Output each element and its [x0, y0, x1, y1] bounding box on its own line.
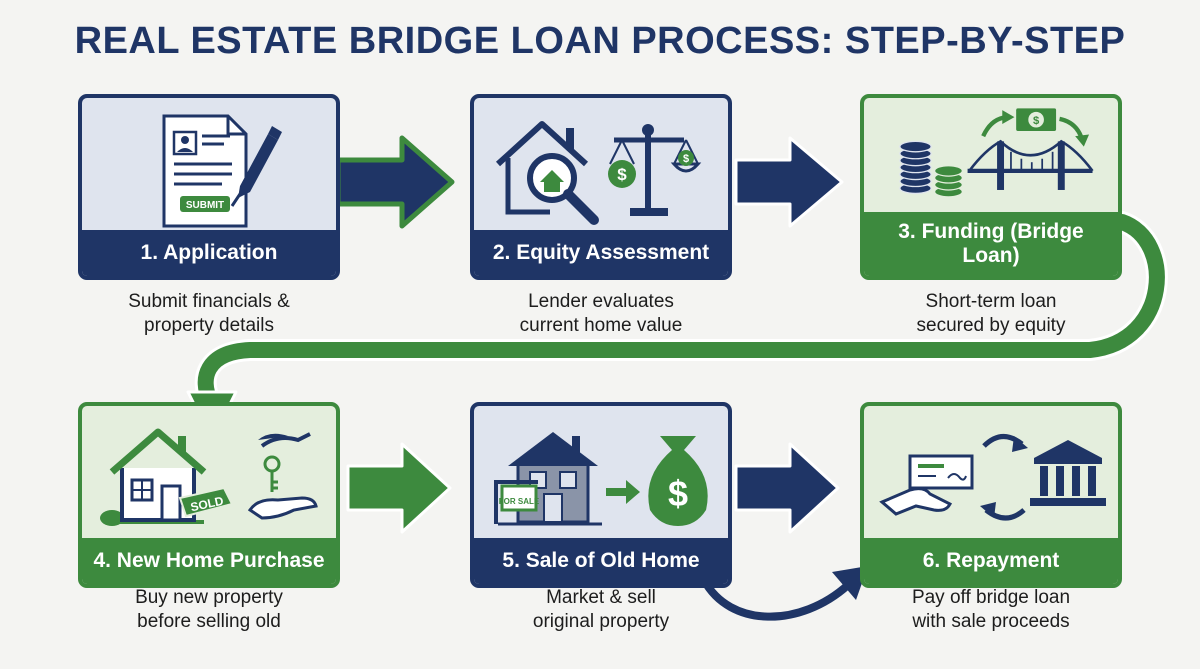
step-1-description: Submit financials & property details [78, 290, 340, 338]
step-6-title: 6. Repayment [864, 538, 1118, 584]
page-title: REAL ESTATE BRIDGE LOAN PROCESS: STEP-BY… [74, 20, 1126, 62]
step-1-title: 1. Application [82, 230, 336, 276]
step-1-desc-line2: property details [144, 315, 274, 336]
svg-text:$: $ [617, 165, 627, 184]
money-bag-icon: $ [648, 436, 708, 526]
arrow-5-to-6 [734, 442, 840, 534]
cycle-arrows-icon [980, 434, 1028, 521]
curved-arrow-5-to-6 [700, 566, 868, 621]
svg-text:$: $ [683, 153, 689, 165]
step-2-desc-line2: current home value [519, 315, 683, 336]
pen-icon [230, 126, 282, 207]
step-sale-of-old-home: FOR SALE $ 5. Sale of Old Home [470, 402, 732, 588]
step-4-title: 4. New Home Purchase [82, 538, 336, 584]
step-application: SUBMIT 1. Application [78, 94, 340, 280]
submit-stamp: SUBMIT [186, 200, 224, 211]
step-3-description: Short-term loan secured by equity [860, 290, 1122, 338]
step-3-title: 3. Funding (Bridge Loan) [864, 212, 1118, 276]
arrow-1-to-2 [335, 135, 455, 229]
step-5-desc-line1: Market & sell [546, 587, 656, 608]
step-2-illustration: $ $ [495, 121, 702, 225]
step-2-description: Lender evaluates current home value [470, 290, 732, 338]
step-4-description: Buy new property before selling old [78, 586, 340, 634]
for-sale-sign: FOR SALE [494, 480, 540, 524]
step-4-desc-line1: Buy new property [135, 587, 283, 608]
sold-label: SOLD [189, 494, 225, 515]
step-6-illustration [879, 434, 1106, 521]
document-icon: SUBMIT [162, 114, 248, 228]
house-icon [495, 121, 589, 215]
svg-text:$: $ [668, 473, 688, 514]
step-2-desc-line1: Lender evaluates [528, 291, 674, 312]
step-equity-assessment: $ $ 2. Equity Assessment [470, 94, 732, 280]
step-1-desc-line1: Submit financials & [128, 291, 290, 312]
step-6-description: Pay off bridge loan with sale proceeds [860, 586, 1122, 634]
step-6-desc-line1: Pay off bridge loan [911, 587, 1071, 608]
cash-icon: $ [981, 108, 1090, 147]
key-handoff-icon [247, 432, 318, 520]
bridge-icon [967, 139, 1094, 190]
svg-text:$: $ [1033, 115, 1040, 127]
step-1-illustration: SUBMIT [162, 114, 282, 228]
check-icon [879, 454, 974, 516]
step-6-desc-line2: with sale proceeds [912, 611, 1070, 632]
step-3-illustration: $ [899, 108, 1094, 198]
step-new-home-purchase: SOLD 4. New Home Purchase [78, 402, 340, 588]
step-repayment: 6. Repayment [860, 402, 1122, 588]
coins-icon [899, 140, 964, 198]
step-3-desc-line2: secured by equity [916, 315, 1066, 336]
bank-icon [1030, 440, 1106, 506]
step-4-illustration: SOLD [100, 428, 318, 526]
magnifier-icon [527, 153, 599, 225]
house-icon [100, 428, 207, 526]
step-funding: $ 3. Funding (Bridge Loan) [860, 94, 1122, 280]
arrow-2-to-3 [734, 136, 844, 228]
arrow-4-to-5 [346, 442, 452, 534]
step-5-desc-line2: original property [532, 611, 670, 632]
sold-tag: SOLD [178, 486, 234, 518]
scale-icon: $ $ [608, 124, 702, 216]
arrow-right-icon [606, 480, 640, 504]
for-sale-label: FOR SALE [499, 497, 540, 506]
step-5-title: 5. Sale of Old Home [474, 538, 728, 584]
step-4-desc-line2: before selling old [137, 611, 281, 632]
step-3-desc-line1: Short-term loan [925, 291, 1057, 312]
step-5-description: Market & sell original property [470, 586, 732, 634]
step-5-illustration: FOR SALE $ [494, 432, 708, 526]
step-2-title: 2. Equity Assessment [474, 230, 728, 276]
